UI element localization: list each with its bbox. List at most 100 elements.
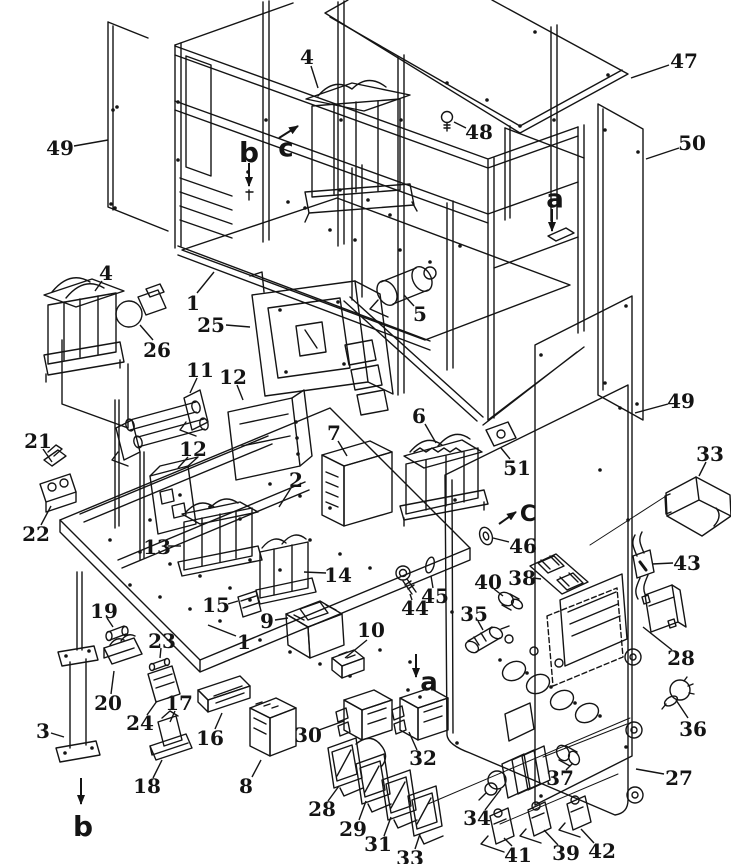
part-33-cover xyxy=(664,476,731,537)
leader-line-6 xyxy=(424,423,437,444)
leader-line-41 xyxy=(503,837,513,847)
callout-32-51: 32 xyxy=(409,746,437,770)
callout-48-3: 48 xyxy=(465,120,493,144)
part-37-cylinder xyxy=(555,744,581,767)
part-35-fuse-holder xyxy=(464,625,510,654)
part-39-switch xyxy=(519,801,552,844)
leader-line-48 xyxy=(453,121,467,129)
view-marker-a-2: a xyxy=(546,184,564,214)
part-13-transformer xyxy=(177,498,263,577)
leader-line-33 xyxy=(698,461,707,477)
leader-line-1 xyxy=(196,271,215,294)
callout-49-19: 49 xyxy=(667,389,695,413)
part-36-knob xyxy=(661,676,695,710)
callout-10-39: 10 xyxy=(357,618,385,642)
callout-4-1: 4 xyxy=(300,45,314,69)
leader-line-5 xyxy=(403,294,415,307)
part-40-bulb xyxy=(497,591,524,611)
leader-line-36 xyxy=(675,699,689,719)
part-48-screw xyxy=(440,110,454,132)
callout-51-18: 51 xyxy=(503,456,531,480)
callout-19-41: 19 xyxy=(90,599,118,623)
leader-lines xyxy=(40,64,707,850)
part-6-transformer xyxy=(399,433,489,527)
part-31-meter xyxy=(381,769,418,829)
callout-38-33: 38 xyxy=(508,566,536,590)
leader-line-37 xyxy=(565,762,574,771)
callout-28-52: 28 xyxy=(308,797,336,821)
leader-line-10 xyxy=(344,639,368,659)
callout-33-55: 33 xyxy=(396,846,424,864)
view-marker-b-0: b xyxy=(239,136,259,169)
leader-line-20 xyxy=(110,670,115,695)
part-50-side-panel xyxy=(597,103,644,421)
part-15-relay xyxy=(237,590,262,618)
callout-21-11: 21 xyxy=(24,429,52,453)
leader-line-17 xyxy=(169,710,176,723)
leader-line-35 xyxy=(477,620,484,631)
part-17-18-bracket xyxy=(149,710,193,761)
view-marker-C-4: C xyxy=(520,502,536,527)
callout-20-43: 20 xyxy=(94,691,122,715)
part-47-top-panel xyxy=(324,0,629,134)
callout-50-4: 50 xyxy=(678,131,706,155)
callout-28-23: 28 xyxy=(667,646,695,670)
leader-line-21 xyxy=(42,448,53,463)
callout-47-2: 47 xyxy=(670,49,698,73)
part-12-control-box-upper xyxy=(227,389,313,481)
callout-34-27: 34 xyxy=(463,806,491,830)
part-23-pins xyxy=(148,657,171,672)
part-49-left-side-panel xyxy=(107,21,169,232)
leader-line-44 xyxy=(409,593,413,601)
view-arrow-c-1 xyxy=(278,125,299,139)
leader-line-15 xyxy=(227,600,239,605)
leader-line-50 xyxy=(645,147,680,160)
part-33-meter xyxy=(407,785,444,845)
leader-line-46 xyxy=(492,537,510,543)
leader-line-30 xyxy=(318,720,345,731)
callout-29-53: 29 xyxy=(339,817,367,841)
part-25-breaker xyxy=(249,271,394,416)
leader-line-29 xyxy=(358,800,367,821)
leader-line-38 xyxy=(532,577,542,580)
callout-24-44: 24 xyxy=(126,711,154,735)
callout-17-45: 17 xyxy=(165,691,193,715)
part-51-plate xyxy=(485,421,517,447)
leader-line-3 xyxy=(50,732,65,738)
callout-14-36: 14 xyxy=(324,563,352,587)
callout-40-32: 40 xyxy=(474,570,502,594)
leader-line-32 xyxy=(408,731,418,751)
leader-line-9 xyxy=(274,617,289,621)
part-5-device xyxy=(369,266,437,318)
callout-45-35: 45 xyxy=(421,584,449,608)
callout-1-40: 1 xyxy=(237,630,251,654)
part-14-transformer xyxy=(255,534,317,605)
part-4-transformer-left xyxy=(43,277,129,429)
leader-line-33 xyxy=(414,833,421,850)
part-32-contactor xyxy=(391,687,449,741)
callout-31-54: 31 xyxy=(364,832,392,856)
view-marker-c-1: c xyxy=(278,133,293,163)
leader-line-8 xyxy=(251,759,262,778)
callout-18-47: 18 xyxy=(133,774,161,798)
leader-line-26 xyxy=(139,324,154,341)
part-3-support-column xyxy=(55,571,101,763)
leader-line-45 xyxy=(430,575,434,589)
leader-line-27 xyxy=(635,768,665,775)
callout-23-42: 23 xyxy=(148,629,176,653)
part-30-contactor xyxy=(335,689,393,741)
view-arrow-C-4 xyxy=(498,511,517,525)
leader-line-28 xyxy=(642,626,673,651)
view-marker-b-5: b xyxy=(73,810,93,843)
callout-43-21: 43 xyxy=(673,551,701,575)
leader-line-14 xyxy=(303,571,327,574)
leader-line-51 xyxy=(500,447,511,460)
diagram-artwork xyxy=(39,0,731,853)
callout-2-14: 2 xyxy=(289,468,303,492)
callout-46-22: 46 xyxy=(509,534,537,558)
leader-line-25 xyxy=(225,324,251,328)
callout-37-26: 37 xyxy=(546,766,574,790)
part-26-lamp xyxy=(115,283,167,328)
